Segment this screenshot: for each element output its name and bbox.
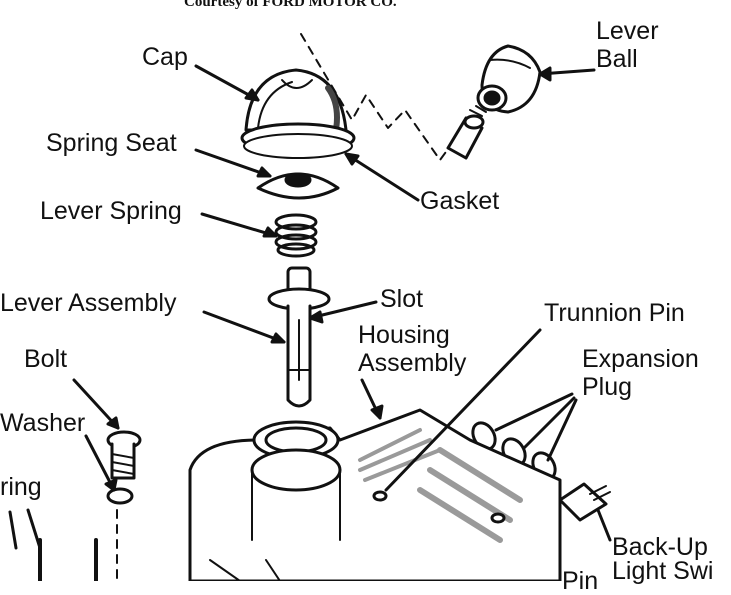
label-lever-ball-line2: Ball	[596, 45, 638, 73]
bolt-part	[106, 430, 142, 480]
lever-spring-part	[274, 213, 318, 258]
label-expansion-line2: Plug	[582, 373, 633, 401]
leader-lines	[8, 64, 612, 550]
label-lever-ball-line1: Lever	[596, 17, 659, 45]
spring-seat-part	[256, 172, 340, 200]
washer-part	[106, 487, 134, 505]
label-lever-spring: Lever Spring	[40, 197, 182, 225]
exploded-diagram: Courtesy of FORD MOTOR CO. Cap Lever Bal…	[0, 0, 714, 594]
backup-switch-part	[558, 482, 611, 522]
diagram-drawing	[8, 33, 612, 583]
label-backup-line1: Back-Up	[612, 533, 708, 561]
label-spring-partial: ring	[0, 473, 42, 501]
image-credit: Courtesy of FORD MOTOR CO.	[184, 0, 397, 10]
label-pin-partial: Pin	[562, 567, 599, 595]
label-backup-line2: Light Swi	[612, 557, 714, 585]
label-housing-line2: Assembly	[358, 349, 467, 377]
label-trunnion-pin: Trunnion Pin	[544, 299, 685, 327]
label-cap: Cap	[142, 43, 188, 71]
label-bolt: Bolt	[24, 345, 68, 373]
label-gasket: Gasket	[420, 187, 500, 215]
label-spring-seat: Spring Seat	[46, 129, 177, 157]
lever-assembly-part	[267, 266, 331, 408]
shift-stub-part	[446, 105, 487, 160]
cap-part	[240, 68, 356, 159]
label-housing-line1: Housing	[358, 321, 450, 349]
label-washer: Washer	[0, 409, 86, 437]
label-slot: Slot	[380, 285, 424, 313]
assembly-dashed-line	[300, 33, 463, 161]
housing-part	[38, 408, 562, 583]
label-expansion-line1: Expansion	[582, 345, 699, 373]
lever-ball-part	[476, 44, 542, 114]
label-lever-assembly: Lever Assembly	[0, 289, 177, 317]
